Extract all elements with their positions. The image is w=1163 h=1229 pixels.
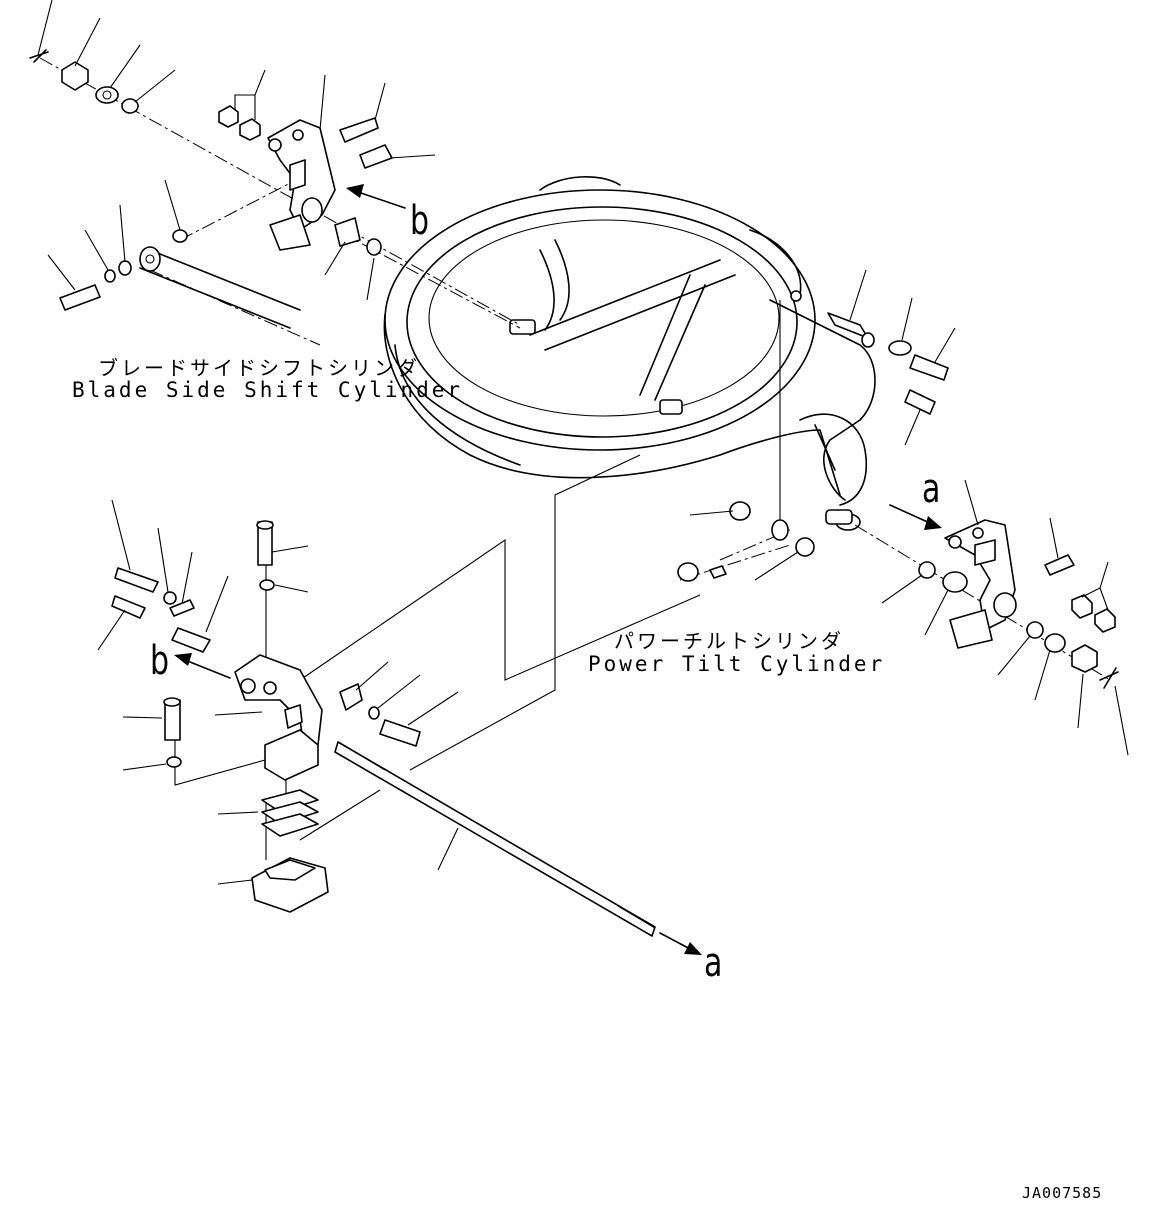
hardware-top-left bbox=[29, 49, 393, 311]
hardware-right bbox=[677, 312, 1119, 689]
blade-side-shift-label-en: Blade Side Shift Cylinder bbox=[72, 378, 464, 402]
blade-side-shift-cylinder bbox=[139, 246, 301, 329]
arrow-b-top bbox=[346, 184, 406, 209]
ref-b-left: b bbox=[150, 638, 170, 684]
arrow-b-left bbox=[174, 653, 231, 679]
ref-b-top: b bbox=[410, 198, 430, 244]
bracket-right bbox=[944, 519, 1017, 649]
hardware-bottom-left bbox=[111, 520, 421, 768]
drawing-code: JA007585 bbox=[1022, 1184, 1103, 1202]
ref-a-right: a bbox=[922, 466, 941, 512]
linkage-rod bbox=[334, 741, 702, 955]
blade-side-shift-label-jp: ブレードサイドシフトシリンダ bbox=[98, 356, 420, 380]
leader-lines-right bbox=[689, 269, 1129, 756]
bracket-top bbox=[267, 119, 336, 251]
leader-lines-top bbox=[37, 0, 436, 301]
power-tilt-label-en: Power Tilt Cylinder bbox=[588, 652, 886, 676]
arrow-a-right bbox=[889, 504, 942, 530]
assembly-lines bbox=[39, 57, 1111, 860]
power-tilt-label-jp: パワーチルトシリンダ bbox=[614, 629, 844, 653]
bracket-bottom-left bbox=[234, 654, 329, 913]
ref-a-bottom: a bbox=[704, 940, 723, 986]
leader-lines-bottom bbox=[97, 499, 459, 885]
circle-frame bbox=[383, 176, 876, 531]
